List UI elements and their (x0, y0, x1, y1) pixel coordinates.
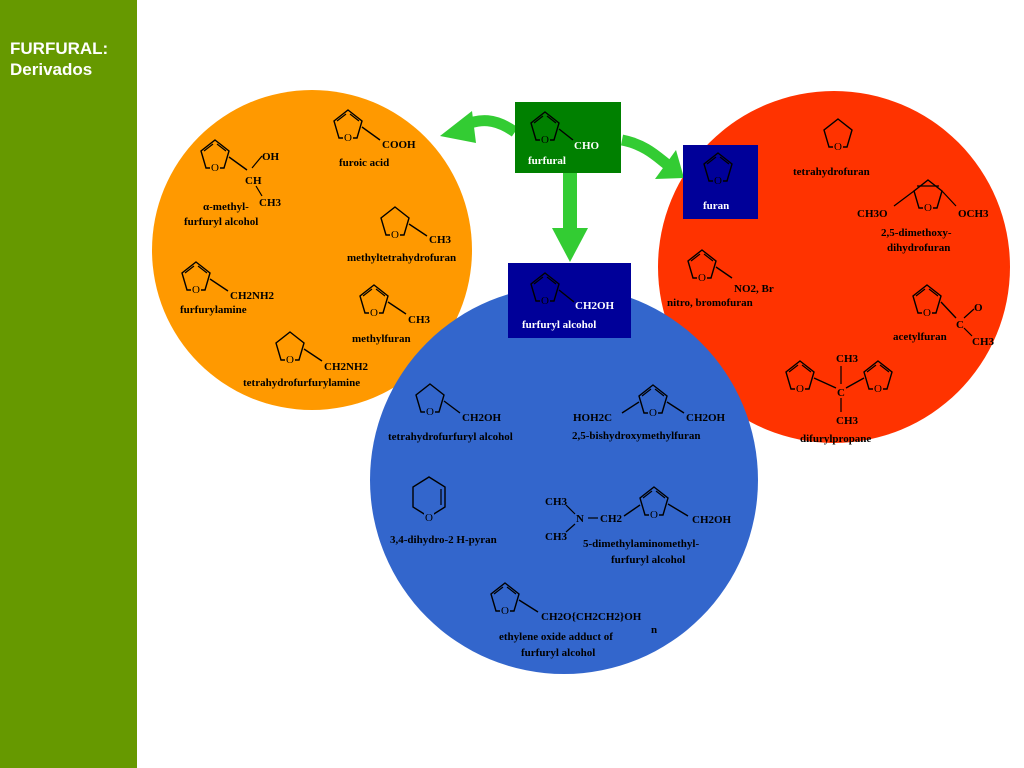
compound-dimethoxydihydrofuran: O CH3O OCH3 2,5-dimethoxy- dihydrofuran (857, 179, 989, 254)
ch2oh-label: CH2OH (575, 300, 615, 312)
nitro-name: nitro, bromofuran (667, 297, 753, 309)
ch2-label: CH2 (600, 513, 623, 525)
compound-methyltetrahydrofuran: CH3 methyltetrahydrofuran (347, 206, 456, 264)
orange-compounds: OH CH CH3 α-methyl- furfuryl alcohol COO… (180, 109, 456, 389)
name-line-2: furfuryl alcohol (521, 647, 595, 659)
name-line-2: furfuryl alcohol (611, 554, 685, 566)
compound-tetrahydrofuran: tetrahydrofuran (793, 118, 870, 178)
compound-furfurylamine: CH2NH2 furfurylamine (180, 261, 275, 316)
blue-circle (370, 286, 758, 674)
svg-text:O: O (924, 202, 932, 214)
svg-text:O: O (425, 512, 433, 524)
methylfuran-name: methylfuran (352, 333, 411, 345)
ch3-bottom-label: CH3 (545, 531, 568, 543)
title-line-1: FURFURAL: (10, 39, 109, 58)
methylthf-name: methyltetrahydrofuran (347, 252, 456, 264)
thf-name: tetrahydrofuran (793, 166, 870, 178)
thfamine-name: tetrahydrofurfurylamine (243, 377, 360, 389)
furfural-cho: CHO (574, 140, 600, 152)
ch2oh-label: CH2OH (692, 514, 732, 526)
ch3-top-label: CH3 (545, 496, 568, 508)
furfural-box: CHO furfural (515, 102, 621, 173)
ch3-bottom-label: CH3 (836, 415, 859, 427)
och3-label: OCH3 (958, 208, 989, 220)
c-label: C (837, 387, 845, 399)
title-line-2: Derivados (10, 60, 93, 79)
o-label: O (974, 302, 983, 314)
furan-name: furan (703, 200, 729, 212)
difurylpropane-name: difurylpropane (800, 433, 871, 445)
name-line-1: α-methyl- (203, 201, 249, 213)
compound-methyl-furfuryl-alcohol: OH CH CH3 α-methyl- furfuryl alcohol (184, 139, 282, 228)
ch2nh2-label: CH2NH2 (230, 290, 275, 302)
compound-tetrahydrofurfuryl-alcohol: CH2OH tetrahydrofurfuryl alcohol (388, 383, 513, 443)
furoic-name: furoic acid (339, 157, 389, 169)
ch3-label: CH3 (259, 197, 282, 209)
furfural-label: furfural (528, 155, 566, 167)
ch2oh-label: CH2OH (462, 412, 502, 424)
no2br-label: NO2, Br (734, 283, 774, 295)
ch3-label: CH3 (429, 234, 452, 246)
acetylfuran-name: acetylfuran (893, 331, 947, 343)
thfalcohol-name: tetrahydrofurfuryl alcohol (388, 431, 513, 443)
name-line-2: dihydrofuran (887, 242, 950, 254)
orange-circle (152, 90, 472, 410)
pyran-name: 3,4-dihydro-2 H-pyran (390, 534, 497, 546)
name-line-1: 2,5-dimethoxy- (881, 227, 952, 239)
compound-acetylfuran: C O CH3 acetylfuran (893, 284, 995, 348)
furfuryl-name: furfuryl alcohol (522, 319, 596, 331)
hoh2c-label: HOH2C (573, 412, 612, 424)
red-compounds: furan tetrahydrofuran O CH3O OCH3 2,5-di… (667, 118, 995, 445)
compound-nitrobromofuran: NO2, Br nitro, bromofuran (667, 249, 774, 309)
compound-bishydroxymethylfuran: HOH2C CH2OH 2,5-bishydroxymethylfuran (572, 384, 726, 442)
ch3o-label: CH3O (857, 208, 888, 220)
compound-tetrahydrofurfurylamine: CH2NH2 tetrahydrofurfurylamine (243, 331, 369, 389)
compound-furfuryl-alcohol: CH2OH furfuryl alcohol (508, 263, 631, 338)
blue-compounds: CH2OH furfuryl alcohol CH2OH tetrahydrof… (388, 263, 732, 659)
name-line-2: furfuryl alcohol (184, 216, 258, 228)
compound-methylfuran: CH3 methylfuran (352, 284, 431, 345)
ch-label: CH (245, 175, 262, 187)
bishydroxy-name: 2,5-bishydroxymethylfuran (572, 430, 700, 442)
cooh-label: COOH (382, 139, 416, 151)
furfurylamine-name: furfurylamine (180, 304, 247, 316)
compound-furan: furan (683, 145, 758, 219)
compound-ethylene-oxide-adduct: CH2O{CH2CH2}OH n ethylene oxide adduct o… (490, 582, 657, 659)
ch3-label: CH3 (972, 336, 995, 348)
n-subscript: n (651, 624, 657, 636)
compound-furoic-acid: COOH furoic acid (333, 109, 416, 169)
chain-label: CH2O{CH2CH2}OH (541, 611, 642, 623)
oh-label: OH (262, 151, 280, 163)
compound-difurylpropane: CH3 C CH3 difurylpropane (785, 353, 893, 445)
name-line-1: ethylene oxide adduct of (499, 631, 613, 643)
c-label: C (956, 319, 964, 331)
compound-dimethylaminomethyl-furfuryl-alcohol: CH3 N CH3 CH2 CH2OH 5-dimethylaminomethy… (545, 486, 732, 566)
ch3-label: CH3 (408, 314, 431, 326)
arrows (440, 111, 684, 262)
n-label: N (576, 513, 584, 525)
ch2nh2-label: CH2NH2 (324, 361, 369, 373)
ch2oh-label: CH2OH (686, 412, 726, 424)
compound-dihydropyran: O 3,4-dihydro-2 H-pyran (390, 476, 497, 546)
sidebar (0, 0, 137, 768)
name-line-1: 5-dimethylaminomethyl- (583, 538, 699, 550)
ch3-top-label: CH3 (836, 353, 859, 365)
slide-title: FURFURAL: Derivados (10, 38, 135, 80)
